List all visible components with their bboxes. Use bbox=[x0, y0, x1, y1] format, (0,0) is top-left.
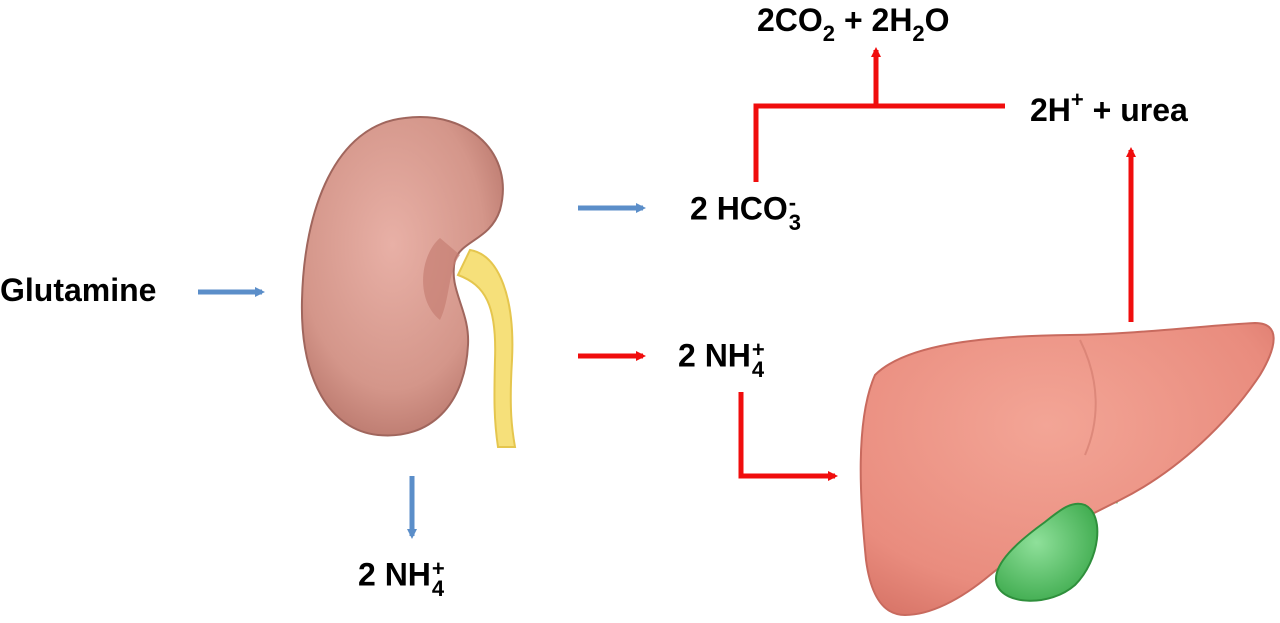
bicarbonate-charge-block: -3 bbox=[788, 190, 802, 235]
ammonium-right-label: 2 NH+4 bbox=[678, 337, 765, 382]
co2-sub: 2 bbox=[822, 21, 836, 46]
ammonium-bottom-prefix: 2 NH bbox=[358, 556, 431, 593]
liver-lobe-line bbox=[1079, 339, 1097, 456]
ureter bbox=[456, 248, 517, 448]
kidney-hilum-shade bbox=[423, 238, 460, 320]
ammonium-bottom-label: 2 NH+4 bbox=[358, 556, 445, 601]
ammonium-to-liver-arrow bbox=[738, 392, 838, 481]
ammonium-bottom-charge-block: +4 bbox=[431, 556, 445, 601]
ammonium-right-sup: + bbox=[751, 337, 765, 362]
bicarbonate-sub: 3 bbox=[788, 210, 802, 235]
h-urea-label: 2H+ + urea bbox=[1030, 89, 1188, 128]
proton-text: 2H bbox=[1030, 92, 1071, 128]
ammonium-right-prefix: 2 NH bbox=[678, 337, 751, 374]
gallbladder bbox=[994, 502, 1099, 602]
co2-water-label: 2CO2 + 2H2O bbox=[757, 2, 950, 45]
liver-illustration bbox=[859, 321, 1275, 617]
bicarbonate-branch-line bbox=[753, 103, 1005, 182]
glutamine-label: Glutamine bbox=[0, 272, 157, 308]
bicarbonate-sup: - bbox=[788, 190, 797, 215]
ammonium-bottom-sup: + bbox=[431, 556, 445, 581]
ammonium-right-charge-block: +4 bbox=[751, 337, 765, 382]
kidney-body bbox=[300, 116, 504, 437]
proton-sup: + bbox=[1070, 87, 1084, 112]
co2-text: 2CO bbox=[757, 2, 823, 38]
water-sub: 2 bbox=[912, 21, 925, 46]
kidney-illustration bbox=[300, 116, 517, 448]
ammonium-right-sub: 4 bbox=[751, 357, 765, 382]
bicarbonate-label: 2 HCO-3 bbox=[690, 190, 802, 235]
urea-text: + urea bbox=[1083, 92, 1188, 128]
oxygen-text: O bbox=[924, 2, 950, 38]
ammonium-bottom-sub: 4 bbox=[431, 576, 445, 601]
liver-body bbox=[859, 321, 1275, 617]
arrows-layer bbox=[198, 47, 1136, 539]
water-text: + 2H bbox=[835, 2, 913, 38]
bicarbonate-prefix: 2 HCO bbox=[690, 190, 788, 227]
